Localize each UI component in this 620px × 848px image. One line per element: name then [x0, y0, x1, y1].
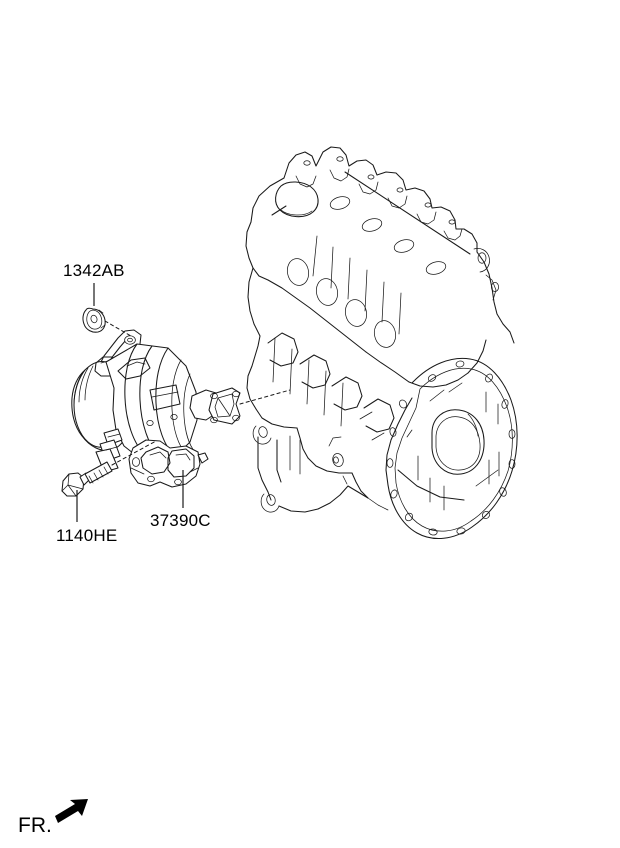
bellhousing-drawing — [385, 357, 518, 540]
callout-label-1342AB: 1342AB — [63, 261, 125, 280]
cylinder-head-drawing — [245, 146, 499, 353]
generator-bracket-drawing — [128, 439, 209, 488]
front-direction-arrow-icon — [55, 799, 88, 823]
dash-bracket-to-engine — [239, 389, 291, 405]
engine-block-drawing — [246, 251, 515, 513]
front-orientation-label: FR. — [18, 814, 52, 837]
dash-washer-to-ear — [104, 320, 132, 337]
alternator-side-mount-lug — [189, 387, 241, 425]
washer-part-drawing — [82, 307, 106, 333]
callout-label-37390C: 37390C — [150, 511, 211, 530]
engine-assembly-drawing — [245, 146, 518, 540]
dash-bolt-to-bracket — [111, 440, 157, 466]
callout-leader-lines — [76, 283, 184, 522]
alternator-main-body — [105, 343, 198, 462]
callout-label-1140HE: 1140HE — [56, 526, 118, 545]
alternator-terminal-studs — [95, 428, 123, 473]
bolt-part-drawing — [61, 461, 113, 497]
alternator-assembly-drawing — [71, 329, 241, 488]
assembly-dashed-lines — [104, 320, 291, 466]
